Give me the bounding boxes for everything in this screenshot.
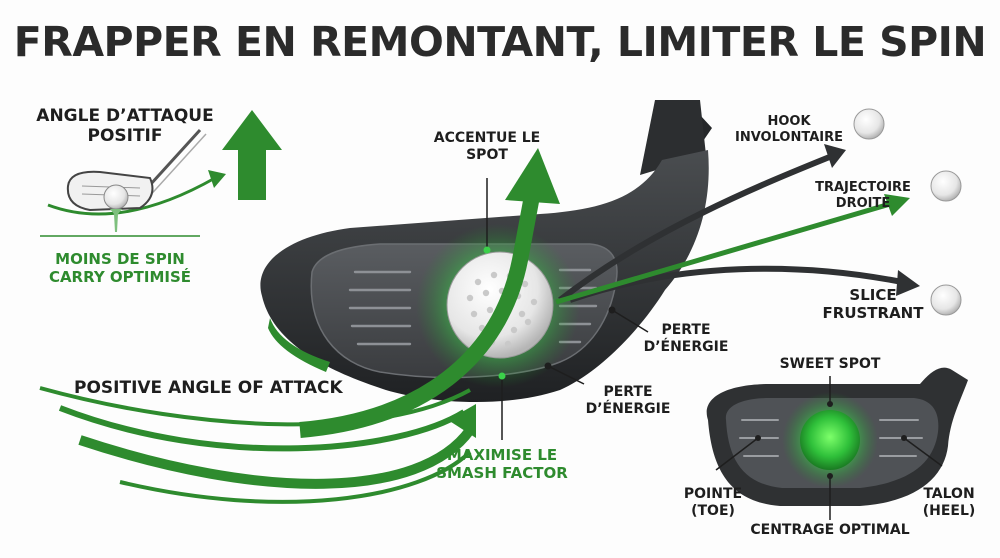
straight-arrow [555, 201, 891, 305]
spot-label: ACCENTUE LE SPOT [433, 130, 541, 163]
center-label: CENTRAGE OPTIMAL [750, 522, 910, 538]
golf-ball-hook-icon [853, 108, 885, 140]
golf-ball-icon [103, 184, 129, 210]
smash-factor-label: MAXIMISE LE SMASH FACTOR [436, 446, 568, 482]
swing-swooshes [39, 148, 560, 504]
leader-lines [486, 178, 649, 440]
attack-angle-heading: ANGLE D’ATTAQUE POSITIF [36, 106, 214, 147]
green-sole-accent [268, 318, 330, 372]
toe-label: POINTE (TOE) [683, 486, 743, 519]
attack-angle-result: MOINS DE SPIN CARRY OPTIMISÉ [48, 250, 192, 286]
sweet-spot-icon [800, 410, 860, 470]
attack-angle-inset [40, 110, 282, 237]
heel-label: TALON (HEEL) [922, 486, 976, 519]
swing-arrow [78, 427, 475, 489]
face-view-inset [706, 367, 968, 520]
hook-arrow [558, 153, 834, 303]
swing-path-arc [47, 176, 216, 216]
slice-label: SLICE FRUSTRANT [822, 286, 924, 322]
upward-path-arrow [299, 194, 540, 438]
golf-ball-slice-icon [930, 284, 962, 316]
straight-label: TRAJECTOIRE DROITE [815, 180, 911, 211]
sweet-spot-label: SWEET SPOT [779, 356, 881, 372]
up-arrow-icon [222, 110, 282, 200]
energy-loss-label-1: PERTE D’ÉNERGIE [643, 322, 729, 355]
hook-label: HOOK INVOLONTAIRE [735, 114, 843, 145]
swing-label: POSITIVE ANGLE OF ATTACK [74, 378, 343, 398]
page-title: FRAPPER EN REMONTANT, LIMITER LE SPIN [13, 18, 987, 66]
golf-ball-straight-icon [930, 170, 962, 202]
energy-loss-label-2: PERTE D’ÉNERGIE [585, 384, 671, 417]
tee-icon [110, 209, 122, 232]
trajectory-arrows [555, 108, 962, 316]
